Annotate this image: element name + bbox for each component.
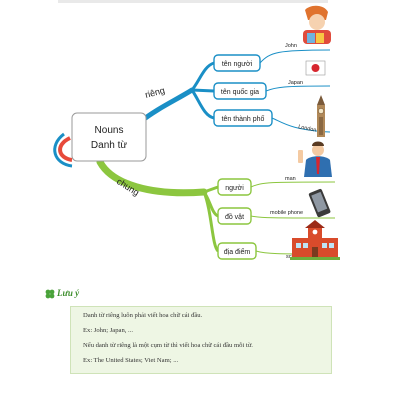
node-label: người xyxy=(225,185,244,192)
branch-common-link-3 xyxy=(202,191,220,253)
example-label-common-1: man xyxy=(285,176,296,182)
note-line: Ex: The United States; Viet Nam; ... xyxy=(83,357,179,364)
businessman-icon xyxy=(298,141,332,177)
header-remnant xyxy=(58,0,328,3)
example-line-common-2 xyxy=(250,215,336,219)
node-common-1: người xyxy=(217,178,252,196)
example-line-proper-2 xyxy=(265,85,331,92)
node-proper-3: tên thành phố xyxy=(213,109,273,127)
node-proper-2: tên quốc gia xyxy=(213,82,267,100)
clover-icon xyxy=(45,289,55,299)
branch-common-trunk xyxy=(96,158,208,197)
node-label: đồ vật xyxy=(225,212,244,221)
note-box: Danh từ riêng luôn phải viết hoa chữ cái… xyxy=(70,306,332,374)
example-label-proper-2: Japan xyxy=(288,80,303,86)
note-line: Nếu danh từ riêng là một cụm từ thì viết… xyxy=(83,342,253,349)
note-line: Ex: John; Japan, ... xyxy=(83,327,133,334)
branch-proper-link-1 xyxy=(190,61,215,91)
center-node: Nouns Danh từ xyxy=(71,112,147,162)
branch-proper-link-2 xyxy=(191,88,215,93)
center-title: Nouns xyxy=(95,125,124,136)
example-line-proper-1 xyxy=(259,49,331,64)
japan-flag-icon xyxy=(305,60,326,76)
center-swoosh-red xyxy=(58,136,73,162)
branch-proper-link-3 xyxy=(190,89,215,120)
node-label: tên quốc gia xyxy=(221,87,259,96)
node-label: tên thành phố xyxy=(222,114,265,123)
node-proper-1: tên người xyxy=(213,54,261,72)
center-subtitle: Danh từ xyxy=(91,140,127,151)
node-label: tên người xyxy=(222,61,253,68)
example-line-common-1 xyxy=(250,181,336,188)
note-title: Lưu ý xyxy=(57,288,80,298)
school-building-icon xyxy=(290,220,340,260)
node-common-2: đồ vật xyxy=(217,207,252,225)
center-swoosh-blue xyxy=(53,132,73,168)
branch-label-proper: riêng xyxy=(144,85,166,100)
example-label-proper-1: John xyxy=(285,43,297,49)
node-common-3: địa điểm xyxy=(217,242,257,260)
person-reading-icon xyxy=(303,5,331,44)
note-line: Danh từ riêng luôn phải viết hoa chữ cái… xyxy=(83,312,203,319)
mobile-phone-icon xyxy=(308,189,331,218)
branch-common-link-1 xyxy=(203,185,219,194)
node-label: địa điểm xyxy=(224,248,251,256)
example-label-common-2: mobile phone xyxy=(270,210,303,216)
big-ben-icon xyxy=(317,95,325,137)
example-label-proper-3: London xyxy=(298,124,317,134)
branch-label-common: chung xyxy=(115,176,141,197)
